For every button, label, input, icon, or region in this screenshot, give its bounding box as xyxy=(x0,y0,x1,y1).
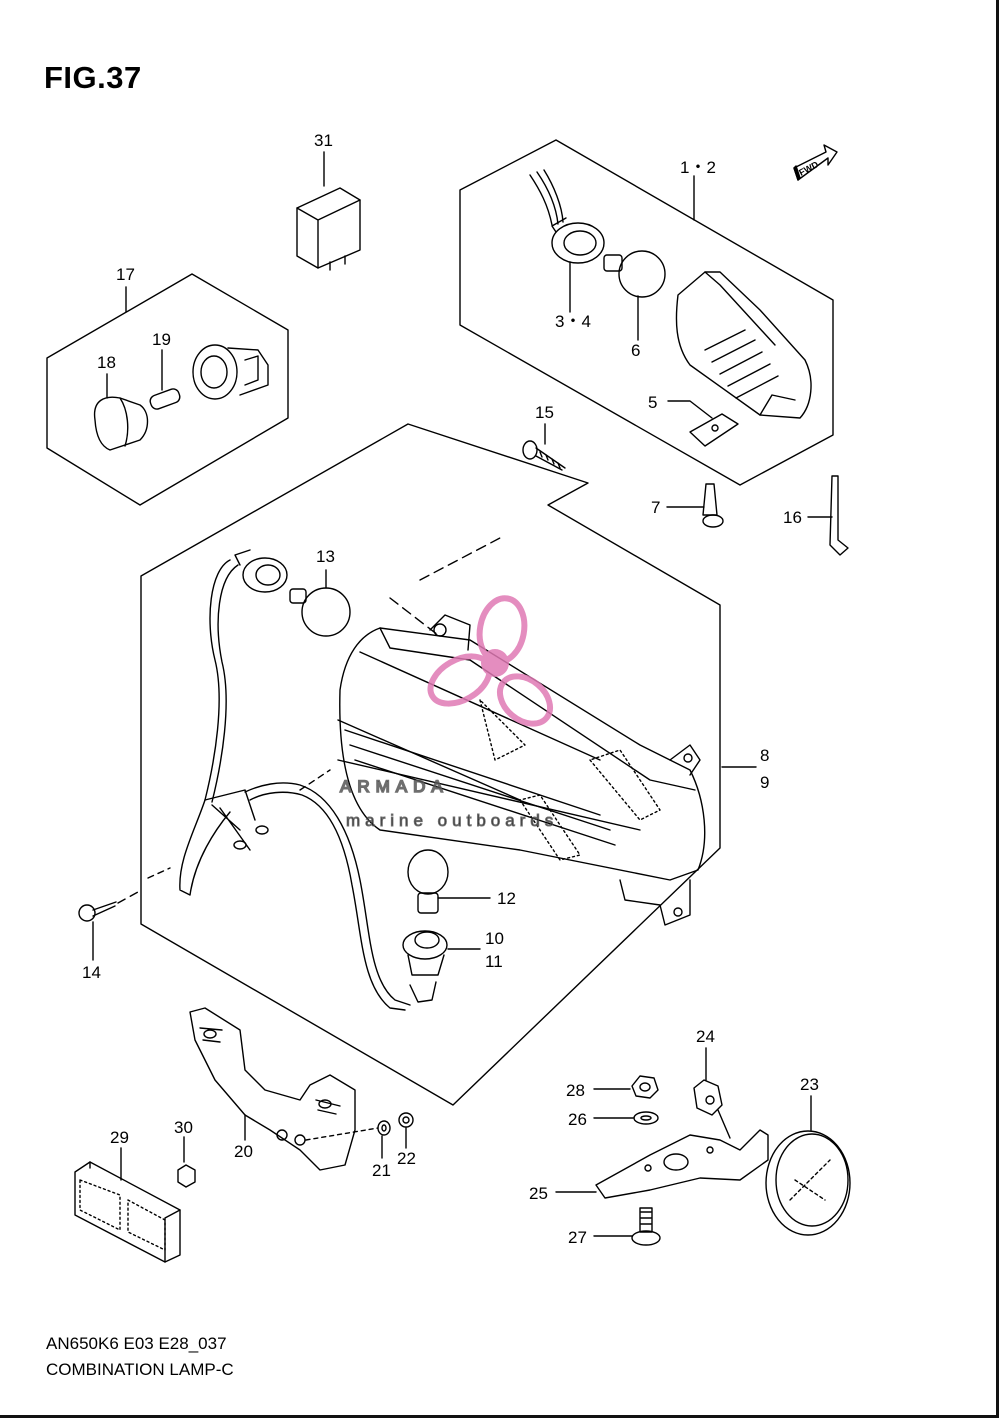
combination-lamp-body xyxy=(337,614,706,926)
wedge-bulb-19 xyxy=(149,349,181,410)
bracket-25 xyxy=(555,1129,769,1199)
screw-15 xyxy=(522,423,566,471)
callout-20: 20 xyxy=(234,1142,253,1161)
wire-harness xyxy=(147,769,411,1011)
figure-name: COMBINATION LAMP-C xyxy=(46,1360,234,1379)
washer-21 xyxy=(377,1120,391,1159)
propeller-logo-icon xyxy=(427,595,554,727)
callout-22: 22 xyxy=(397,1149,416,1168)
figure-title: FIG.37 xyxy=(44,60,142,95)
bulb-12 xyxy=(407,849,491,914)
bracket-16 xyxy=(807,475,849,556)
watermark-tagline: marine outboards xyxy=(346,811,558,830)
callout-9: 9 xyxy=(760,773,769,792)
washer-26 xyxy=(593,1111,659,1125)
relay xyxy=(296,151,361,271)
callout-11: 11 xyxy=(485,952,503,971)
nut-30 xyxy=(177,1136,196,1188)
callout-3-4: 3・4 xyxy=(555,312,591,331)
callout-29: 29 xyxy=(110,1128,129,1147)
callout-5: 5 xyxy=(648,393,657,412)
callout-6: 6 xyxy=(631,341,640,360)
reflector-23 xyxy=(765,1095,851,1236)
callout-12: 12 xyxy=(497,889,516,908)
signal-stay xyxy=(667,400,739,447)
group-box-rear-lamp xyxy=(46,273,289,506)
callout-15: 15 xyxy=(535,403,554,422)
signal-socket xyxy=(529,169,605,313)
callout-27: 27 xyxy=(568,1228,587,1247)
nut-24 xyxy=(693,1047,731,1139)
figure-code: AN650K6 E03 E28_037 xyxy=(46,1334,227,1353)
callout-31: 31 xyxy=(314,131,333,150)
callout-21: 21 xyxy=(372,1161,391,1180)
callout-24: 24 xyxy=(696,1027,715,1046)
screw-7 xyxy=(666,483,724,528)
nut-22 xyxy=(398,1112,414,1149)
bulb-13 xyxy=(289,569,351,637)
screw-14 xyxy=(78,891,139,961)
callout-labels: 1・2 3・4 5 6 7 8 9 10 11 12 13 14 15 16 1… xyxy=(82,131,819,1247)
lamp-lens-18 xyxy=(93,373,149,451)
callout-16: 16 xyxy=(783,508,802,527)
reflector-29 xyxy=(74,1147,181,1263)
bracket-20 xyxy=(189,1007,379,1171)
socket-10-11 xyxy=(402,930,481,1003)
signal-bulb xyxy=(603,250,666,341)
callout-18: 18 xyxy=(97,353,116,372)
callout-13: 13 xyxy=(316,547,335,566)
bolt-27 xyxy=(593,1207,661,1246)
harness-socket-13 xyxy=(204,549,288,803)
signal-lens-housing xyxy=(675,271,812,419)
callout-7: 7 xyxy=(651,498,660,517)
watermark-logo: ARMADA marine outboards xyxy=(339,595,558,831)
group-box-combination-lamp xyxy=(140,423,721,1106)
lamp-socket-17 xyxy=(192,344,269,400)
callout-14: 14 xyxy=(82,963,101,982)
nut-28 xyxy=(593,1075,659,1099)
callout-8: 8 xyxy=(760,746,769,765)
fwd-arrow-icon xyxy=(793,144,838,181)
callout-28: 28 xyxy=(566,1081,585,1100)
callout-23: 23 xyxy=(800,1075,819,1094)
callout-26: 26 xyxy=(568,1110,587,1129)
group-box-front-signal xyxy=(459,139,834,486)
watermark-brand: ARMADA xyxy=(340,777,449,796)
callout-1-2: 1・2 xyxy=(680,158,716,177)
callout-30: 30 xyxy=(174,1118,193,1137)
callout-25: 25 xyxy=(529,1184,548,1203)
callout-19: 19 xyxy=(152,330,171,349)
callout-17: 17 xyxy=(116,265,135,284)
callout-10: 10 xyxy=(485,929,504,948)
